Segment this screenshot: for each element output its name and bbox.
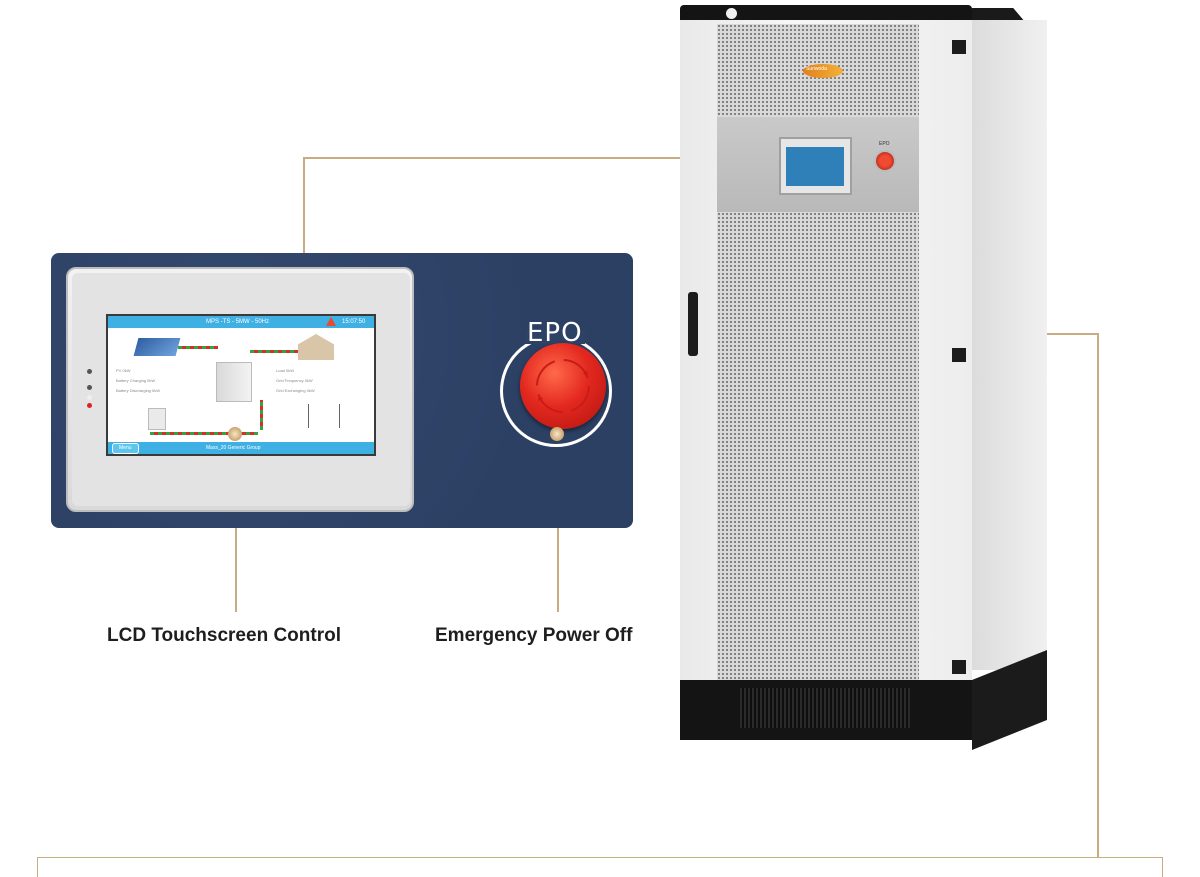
epo-ring-gap: [525, 330, 585, 344]
cabinet-base-vent: [740, 688, 910, 728]
screen-header-title: MPS -TS - 5MW - 50Hz: [206, 319, 270, 325]
rotate-arrows-icon: [536, 359, 590, 413]
cabinet-logo: [803, 64, 843, 78]
screen-clock: 15:07:50: [342, 319, 366, 325]
indicator-led-3: [87, 395, 92, 400]
callout-dot-touchscreen: [228, 427, 242, 441]
readout-right-2: Grid Frequency 0kW: [276, 378, 313, 383]
converter-cabinet-icon: [216, 362, 252, 402]
caption-epo: Emergency Power Off: [435, 625, 633, 646]
callout-line-cabinet-vertical: [1097, 333, 1099, 858]
screen-footer: Menu Mass_20 Generic Group: [108, 442, 374, 454]
indicator-led-1: [87, 369, 92, 374]
readout-right-1: Load 0kW: [276, 368, 295, 373]
epo-button[interactable]: [520, 343, 606, 429]
readout-left-1: PV 0kW: [116, 368, 131, 373]
indicator-led-2: [87, 385, 92, 390]
menu-button[interactable]: Menu: [112, 443, 139, 454]
flow-line-battery: [150, 432, 258, 435]
callout-dot-epo: [550, 427, 564, 441]
cabinet-lifting-hole: [726, 8, 737, 19]
warning-icon[interactable]: [326, 317, 336, 326]
cabinet-side-panel: [972, 20, 1047, 670]
feature-frame: [37, 857, 1163, 877]
grid-tower-icon: [308, 404, 340, 428]
cabinet-epo-label: EPO: [879, 141, 890, 147]
solar-panel-icon: [133, 338, 181, 356]
cabinet-logo-text: Sunwoda: [806, 66, 827, 72]
readout-left-2: Battery Charging 0kW: [116, 378, 156, 383]
battery-icon: [148, 408, 166, 430]
cabinet-lower-vent: [717, 212, 919, 687]
cabinet-door-handle[interactable]: [688, 292, 698, 356]
flow-line-grid: [260, 400, 263, 430]
cabinet-touchscreen-display: [786, 147, 844, 186]
cabinet-hinge-bottom: [952, 660, 966, 674]
readout-left-3: Battery Discharging 0kW: [116, 388, 161, 393]
cabinet-epo-button[interactable]: [874, 150, 896, 172]
caption-lcd: LCD Touchscreen Control: [107, 625, 341, 646]
screen-header: MPS -TS - 5MW - 50Hz 15:07:50: [108, 316, 374, 328]
readout-right-3: Grid Exchanging 0kW: [276, 388, 315, 393]
callout-line-lcd-horizontal: [304, 157, 854, 159]
indicator-led-4: [87, 403, 92, 408]
flow-line-pv: [178, 346, 218, 349]
flow-line-load: [250, 350, 298, 353]
callout-line-lcd-vertical: [303, 157, 305, 253]
screen-footer-text: Mass_20 Generic Group: [206, 445, 261, 451]
cabinet-hinge-middle: [952, 348, 966, 362]
house-icon: [298, 334, 334, 360]
cabinet-hinge-top: [952, 40, 966, 54]
